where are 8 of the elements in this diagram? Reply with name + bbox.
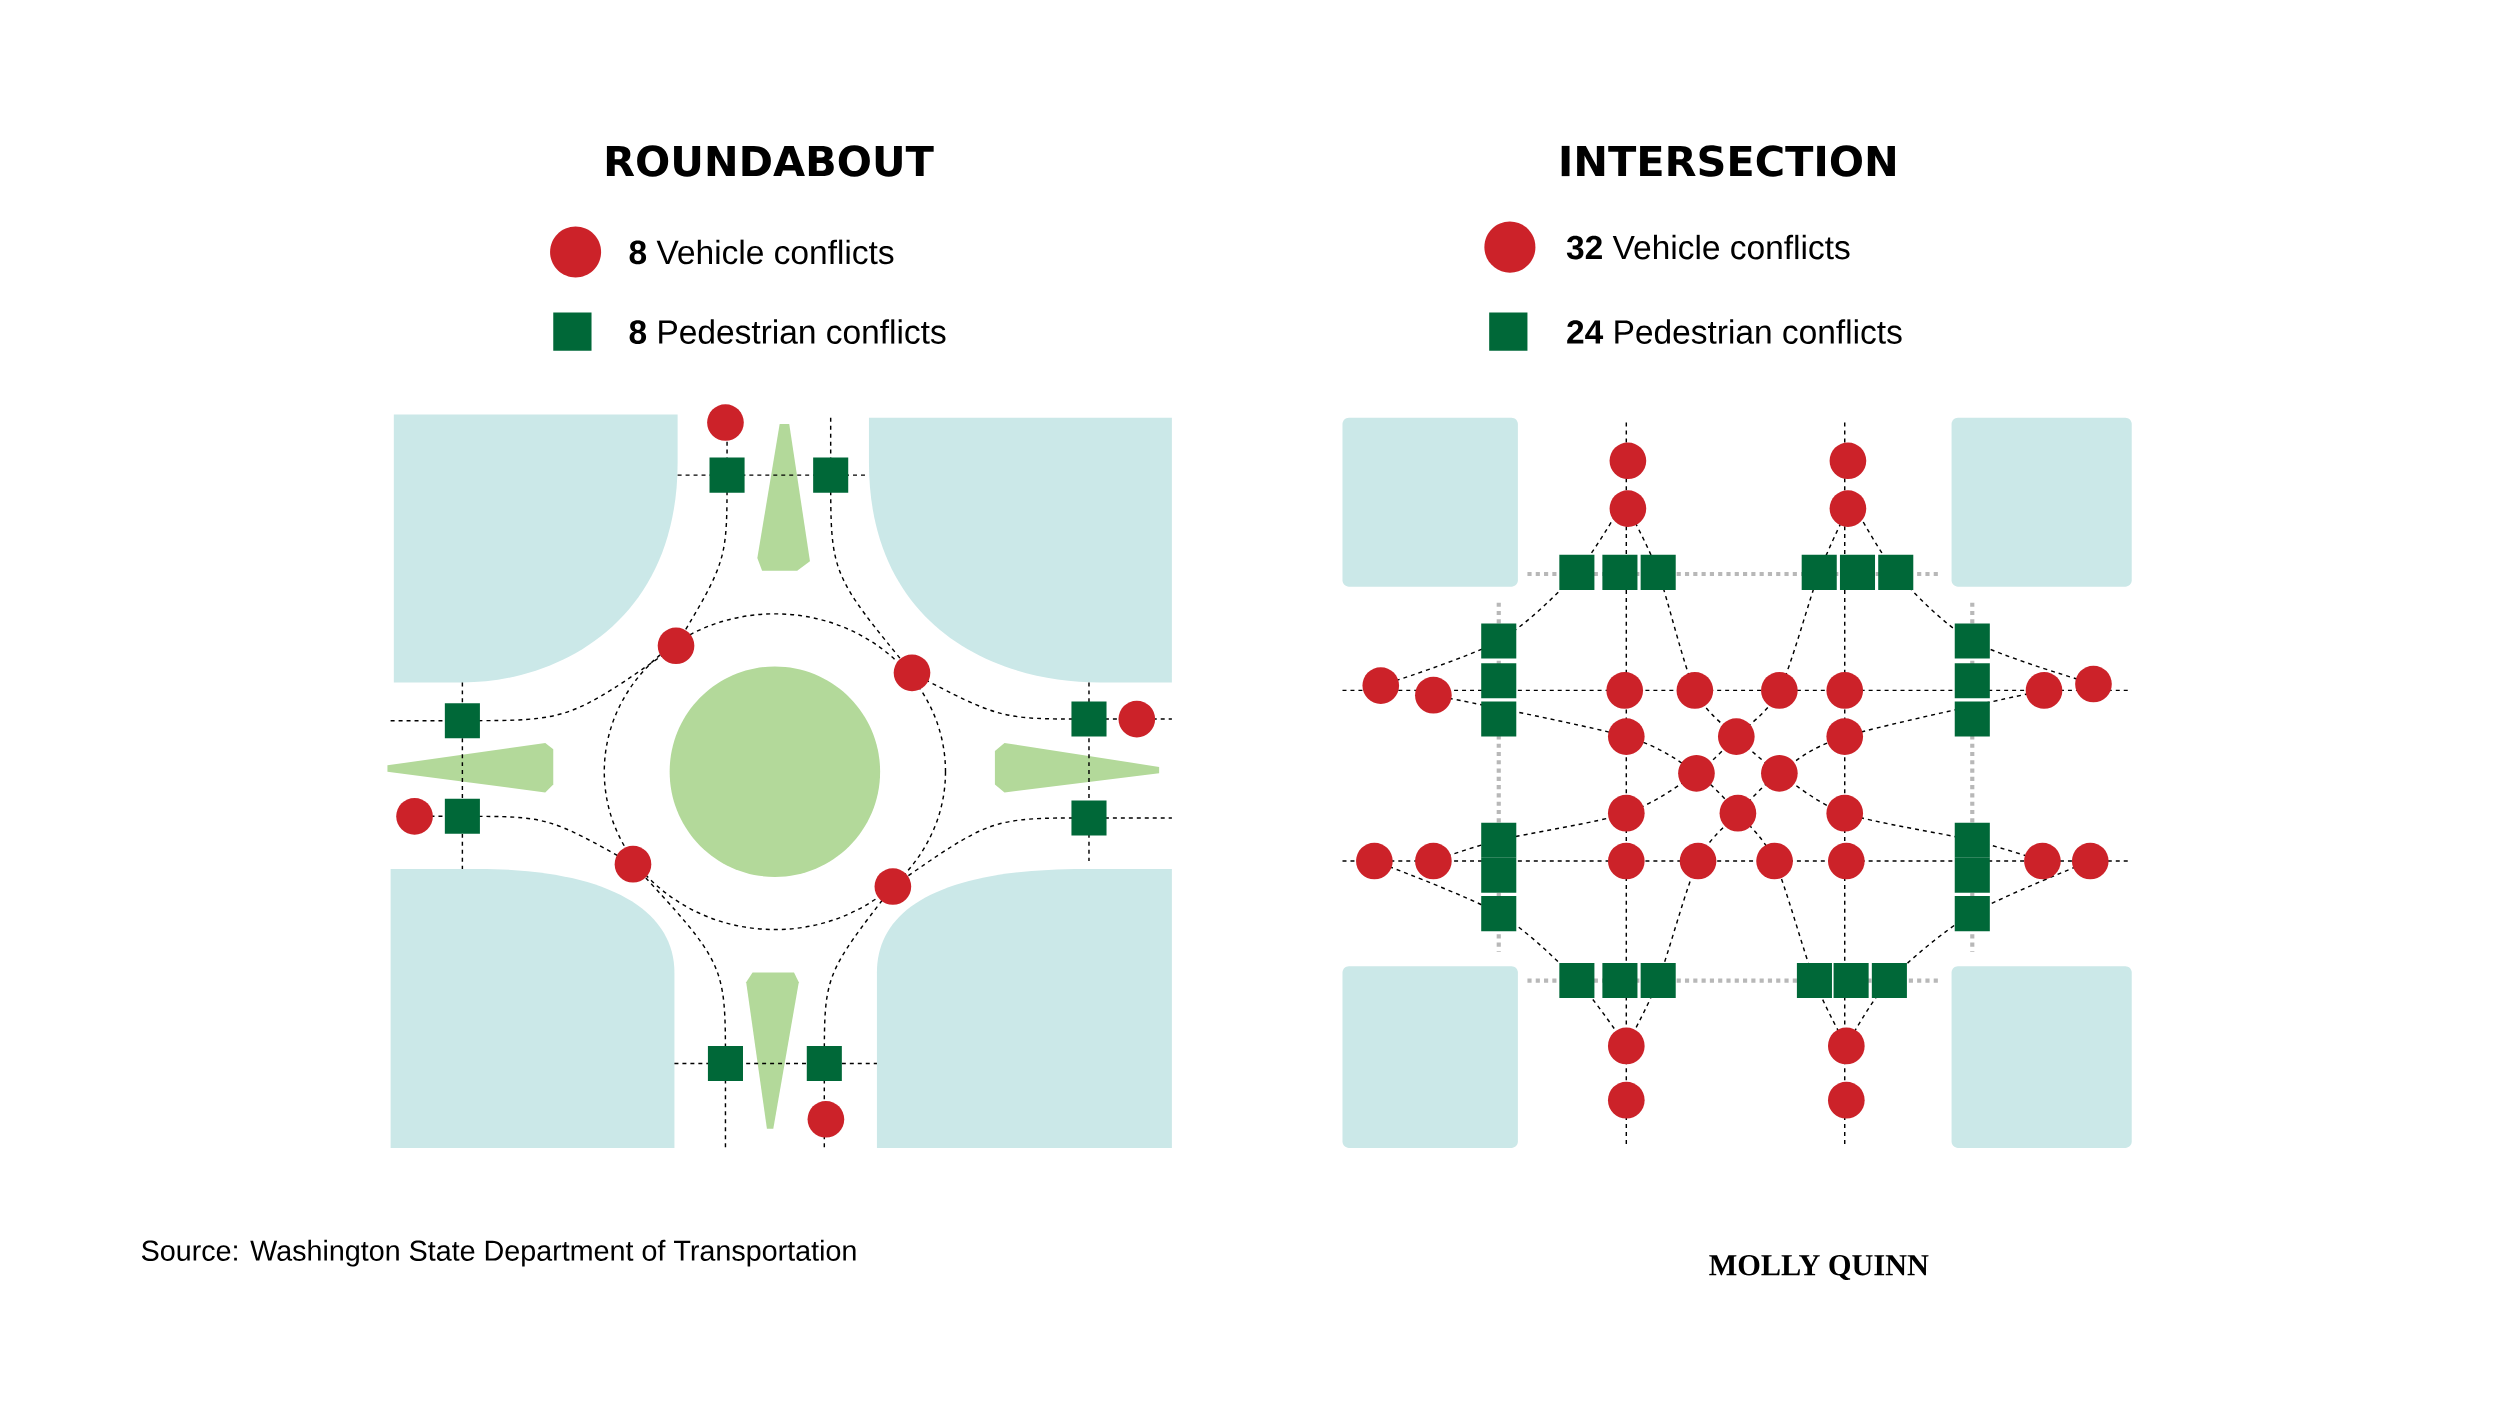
source-note: Source: Washington State Department of Transportation bbox=[141, 1239, 856, 1267]
credit: MOLLY QUINN bbox=[1709, 1255, 1929, 1281]
legend-text: 8 Vehicle conflicts bbox=[629, 239, 894, 265]
legend-text: 8 Pedestrian conflicts bbox=[629, 319, 946, 344]
legend-text: 24 Pedestrian conflicts bbox=[1567, 319, 1902, 344]
legend-text: 32 Vehicle conflicts bbox=[1566, 234, 1850, 260]
heading: ROUNDABOUT bbox=[606, 145, 934, 177]
heading: INTERSECTION bbox=[1561, 145, 1895, 177]
